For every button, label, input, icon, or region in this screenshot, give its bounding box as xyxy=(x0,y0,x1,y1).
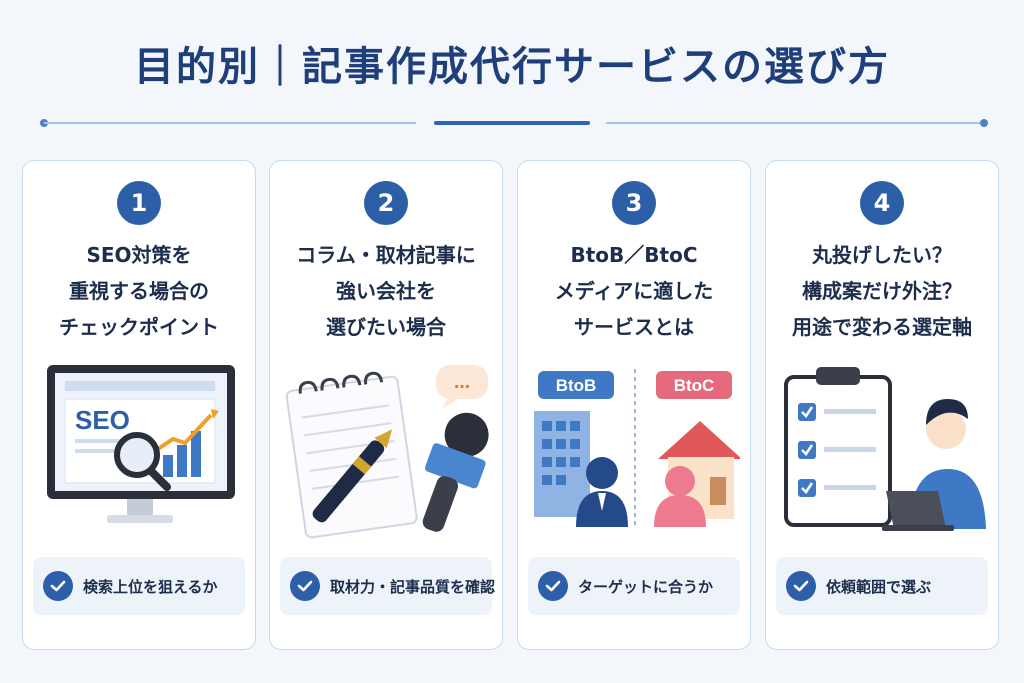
card-heading-line: サービスとは xyxy=(574,315,694,339)
check-label: 依頼範囲で選ぶ xyxy=(826,577,932,596)
card-heading: コラム・取材記事に 強い会社を 選びたい場合 xyxy=(270,237,502,345)
btoc-badge: BtoC xyxy=(674,376,715,395)
check-item: 依頼範囲で選ぶ xyxy=(776,557,988,615)
card-seo: 1 SEO対策を 重視する場合の チェックポイント SEO 検索上位を狙えるか xyxy=(22,160,256,650)
card-heading: SEO対策を 重視する場合の チェックポイント xyxy=(23,237,255,345)
card-heading-line: 構成案だけ外注？ xyxy=(802,279,962,303)
check-label: 検索上位を狙えるか xyxy=(83,577,218,596)
card-scope: 4 丸投げしたい？ 構成案だけ外注？ 用途で変わる選定軸 依頼範囲で選ぶ xyxy=(765,160,999,650)
title-rule-dot-right xyxy=(980,119,988,127)
card-heading-line: BtoB／BtoC xyxy=(570,243,698,267)
card-heading-line: 丸投げしたい？ xyxy=(812,243,952,267)
btob-badge: BtoB xyxy=(556,376,597,395)
card-column-interview: 2 コラム・取材記事に 強い会社を 選びたい場合 xyxy=(269,160,503,650)
check-label: 取材力・記事品質を確認 xyxy=(330,577,496,596)
seo-text: SEO xyxy=(75,405,130,435)
card-number: 1 xyxy=(117,181,161,225)
business-home-icon: BtoB BtoC xyxy=(534,369,740,529)
card-number: 3 xyxy=(612,181,656,225)
seo-monitor-icon: SEO xyxy=(47,365,235,523)
card-number: 4 xyxy=(860,181,904,225)
speech-dots: … xyxy=(454,373,470,392)
card-heading-line: メディアに適した xyxy=(554,279,714,303)
card-heading: 丸投げしたい？ 構成案だけ外注？ 用途で変わる選定軸 xyxy=(766,237,998,345)
card-heading-line: 重視する場合の xyxy=(69,279,209,303)
card-number: 2 xyxy=(364,181,408,225)
check-item: ターゲットに合うか xyxy=(528,557,740,615)
card-heading: BtoB／BtoC メディアに適した サービスとは xyxy=(518,237,750,345)
card-heading-line: 選びたい場合 xyxy=(326,315,446,339)
title-rule-center xyxy=(434,121,590,125)
check-item: 検索上位を狙えるか xyxy=(33,557,245,615)
card-heading-line: 強い会社を xyxy=(336,279,436,303)
card-heading-line: コラム・取材記事に xyxy=(296,243,476,267)
check-icon xyxy=(786,571,816,601)
check-icon xyxy=(43,571,73,601)
card-heading-line: チェックポイント xyxy=(59,315,219,339)
card-heading-line: 用途で変わる選定軸 xyxy=(792,315,972,339)
checklist-laptop-icon xyxy=(784,367,986,531)
card-heading-line: SEO対策を xyxy=(86,243,192,267)
title-rule-right xyxy=(606,122,982,124)
check-item: 取材力・記事品質を確認 xyxy=(280,557,496,615)
check-icon xyxy=(538,571,568,601)
title-rule-left xyxy=(44,122,416,124)
page-title: 目的別｜記事作成代行サービスの選び方 xyxy=(134,44,890,90)
check-label: ターゲットに合うか xyxy=(578,577,714,596)
check-icon xyxy=(290,571,320,601)
notebook-microphone-icon: … xyxy=(285,365,489,539)
card-btob-btoc: 3 BtoB／BtoC メディアに適した サービスとは BtoB BtoC ター… xyxy=(517,160,751,650)
